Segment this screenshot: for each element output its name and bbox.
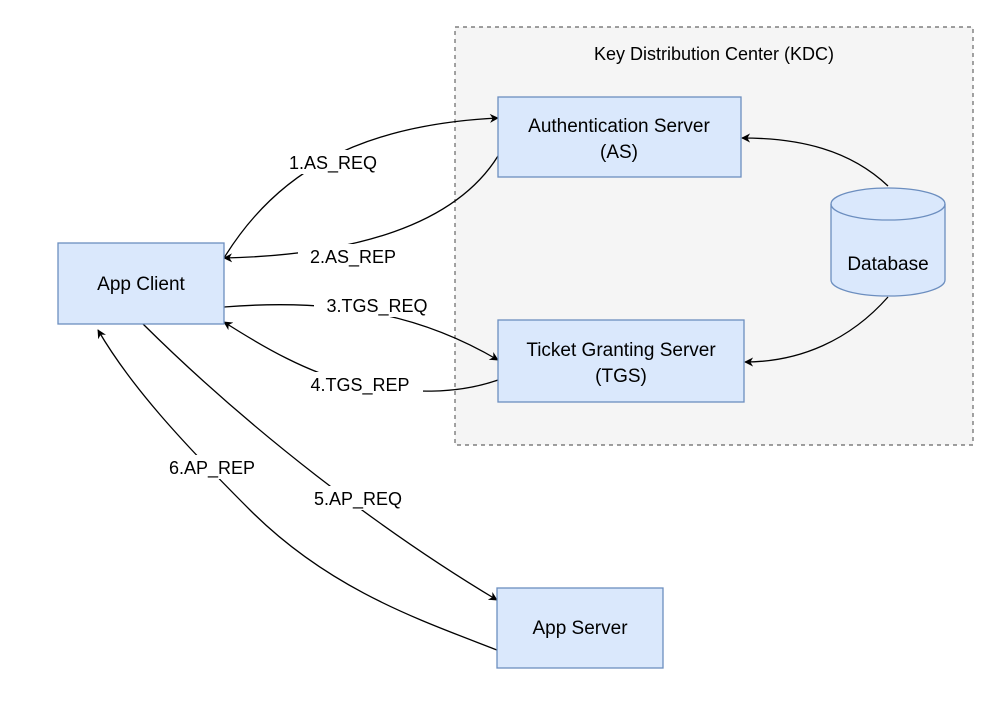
label-ap-rep: 6.AP_REP xyxy=(169,458,255,479)
node-app-client[interactable]: App Client xyxy=(57,242,225,325)
node-ticket-granting-server-line1: Ticket Granting Server xyxy=(526,340,716,361)
edge-as-rep xyxy=(223,155,499,263)
label-ap-req: 5.AP_REQ xyxy=(314,489,402,510)
node-ticket-granting-server[interactable]: Ticket Granting Server (TGS) xyxy=(497,319,745,403)
edges xyxy=(97,113,889,651)
edge-ap-rep xyxy=(97,329,498,651)
node-database-label: Database xyxy=(847,254,928,275)
node-app-server[interactable]: App Server xyxy=(496,587,664,669)
edge-db-as xyxy=(741,133,889,187)
label-tgs-req: 3.TGS_REQ xyxy=(326,296,427,317)
node-ticket-granting-server-line2: (TGS) xyxy=(595,366,647,387)
label-as-rep: 2.AS_REP xyxy=(310,247,396,268)
edge-labels: 1.AS_REQ 2.AS_REP 3.TGS_REQ 4.TGS_REP 5.… xyxy=(160,150,440,510)
node-authentication-server[interactable]: Authentication Server (AS) xyxy=(497,96,742,178)
database-cylinder-icon xyxy=(830,187,946,297)
label-tgs-rep: 4.TGS_REP xyxy=(310,375,409,396)
database-cylinder-top xyxy=(830,203,946,221)
kdc-title: Key Distribution Center (KDC) xyxy=(594,44,834,64)
edge-db-tgs xyxy=(744,296,889,367)
edge-ap-req xyxy=(142,323,498,601)
node-app-client-label: App Client xyxy=(97,274,185,295)
node-authentication-server-line2: (AS) xyxy=(600,142,638,163)
node-database[interactable]: Database xyxy=(830,187,946,297)
node-app-server-label: App Server xyxy=(532,618,628,639)
node-authentication-server-line1: Authentication Server xyxy=(528,116,710,137)
label-as-req: 1.AS_REQ xyxy=(289,153,377,174)
